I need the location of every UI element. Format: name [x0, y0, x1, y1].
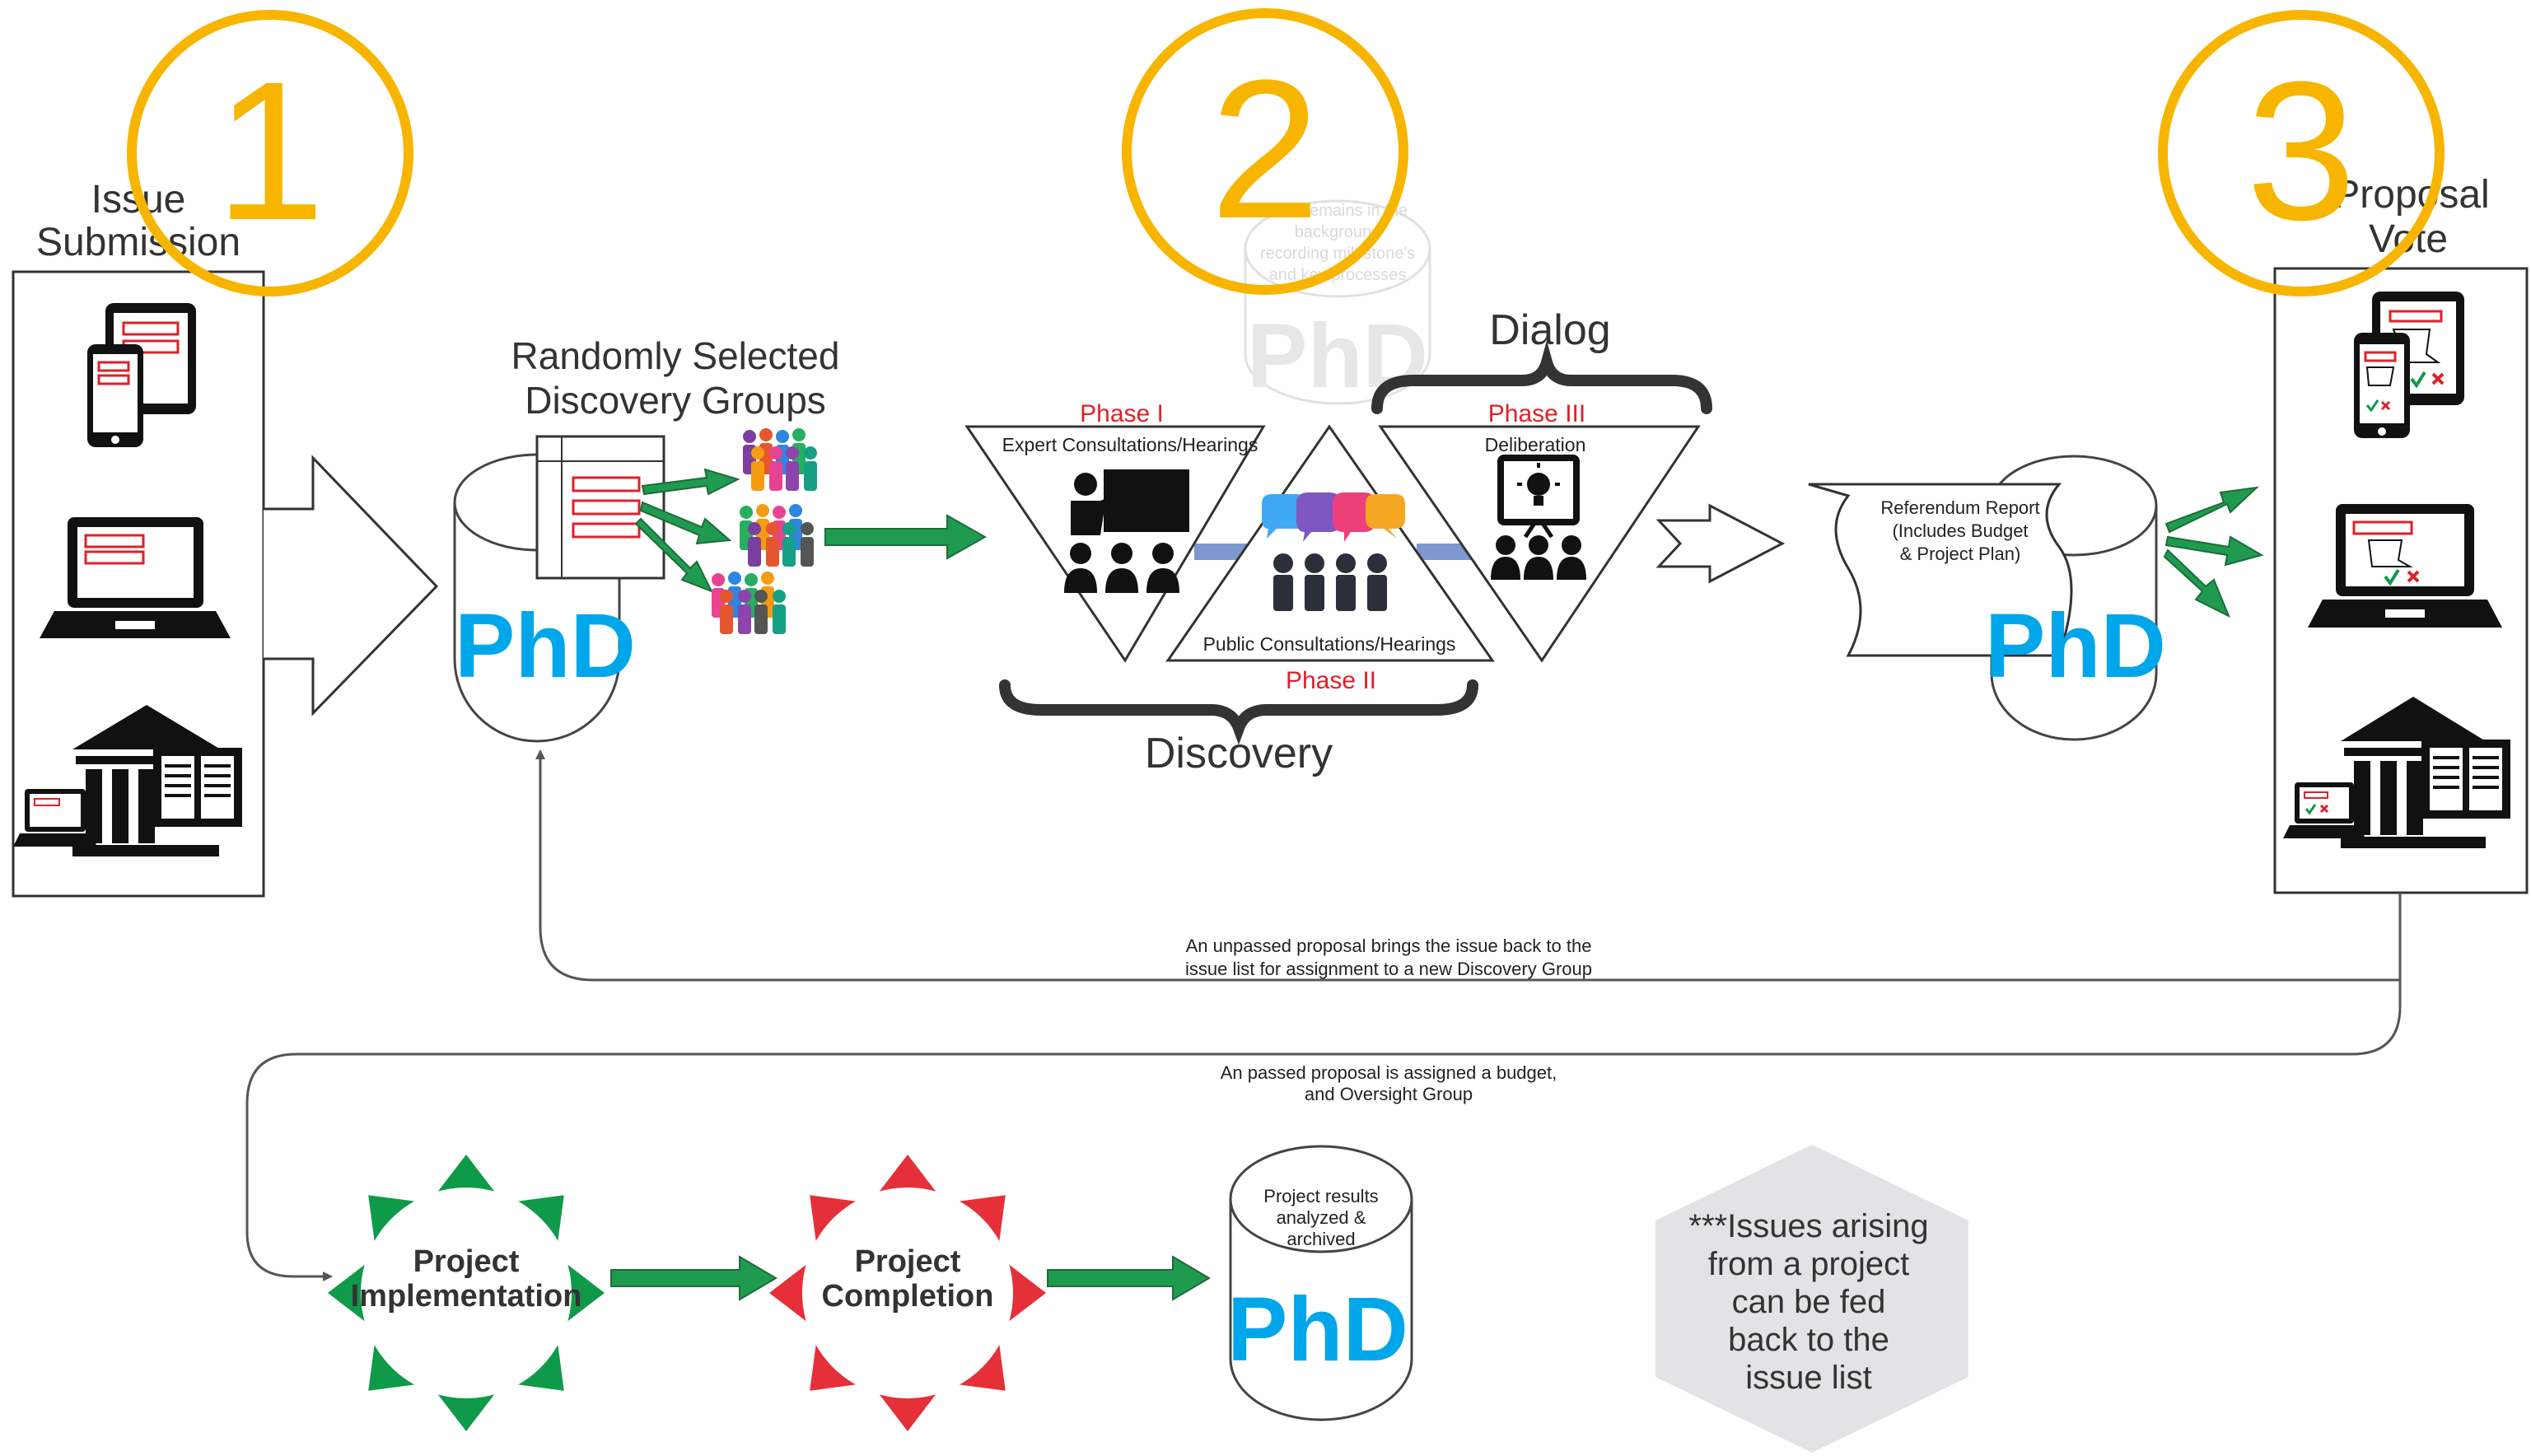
issues-note-line3: can be fed	[1732, 1284, 1886, 1320]
step-1-number: 1	[215, 40, 325, 261]
phd-label-1: PhD	[455, 595, 636, 697]
passed-note-line1: An passed proposal is assigned a budget,	[1221, 1062, 1557, 1083]
project-implementation-line2: Implementation	[351, 1279, 582, 1314]
passed-note-line2: and Oversight Group	[1305, 1084, 1473, 1104]
completion-to-archive-arrow	[1047, 1255, 1211, 1301]
phase2-subtitle: Public Consultations/Hearings	[1203, 633, 1456, 655]
background-note-line2: background	[1295, 223, 1381, 241]
dialog-label: Dialog	[1489, 306, 1610, 354]
step-3-marker: 3	[2158, 10, 2445, 296]
phase2-triangle: Public Consultations/Hearings Phase II	[1165, 424, 1495, 694]
issues-note-line1: ***Issues arising	[1688, 1208, 1928, 1244]
laptop-icon	[40, 517, 231, 638]
archive-line1: Project results	[1263, 1186, 1378, 1206]
dialog-brace: Dialog	[1371, 306, 1712, 414]
tablet-phone-icon	[87, 303, 196, 447]
phase1-triangle: Phase I Expert Consultations/Hearings	[964, 400, 1266, 663]
discovery-groups-title-line2: Discovery Groups	[525, 379, 826, 422]
vote-tablet-phone-icon	[2354, 292, 2464, 438]
step-2-marker: 2	[1122, 8, 1408, 295]
phase1-subtitle: Expert Consultations/Hearings	[1002, 434, 1258, 455]
archive-line3: archived	[1287, 1229, 1355, 1249]
submission-arrow	[264, 455, 439, 716]
vote-distribution-arrows	[2163, 486, 2264, 618]
archive-line2: analyzed &	[1277, 1207, 1366, 1228]
step-3-number: 3	[2246, 40, 2356, 261]
background-note-line3: recording milestone's	[1260, 245, 1415, 263]
discovery-label: Discovery	[1145, 730, 1333, 777]
referendum-line2: (Includes Budget	[1892, 520, 2028, 541]
issues-note-line4: back to the	[1728, 1322, 1889, 1358]
phase2-title: Phase II	[1286, 667, 1376, 694]
step-2-number: 2	[1210, 39, 1319, 259]
deliberation-icon	[1491, 455, 1586, 580]
unpassed-note-line1: An unpassed proposal brings the issue ba…	[1186, 936, 1592, 956]
passed-forward-line	[245, 980, 2402, 1281]
project-completion-node: Project Completion	[769, 1155, 1046, 1431]
project-implementation-node: Project Implementation	[328, 1155, 605, 1431]
issue-submission-panel: Issue Submission	[12, 178, 265, 898]
group-assignment-arrows	[634, 468, 740, 593]
referendum-line1: Referendum Report	[1880, 497, 2039, 518]
government-newspaper-icon	[13, 705, 242, 856]
proposal-vote-panel: Proposal Vote	[2273, 173, 2529, 894]
project-completion-line1: Project	[855, 1244, 961, 1279]
issues-feedback-hexagon: ***Issues arising from a project can be …	[1655, 1145, 1968, 1453]
vote-laptop-icon	[2308, 504, 2502, 628]
implementation-to-completion-arrow	[610, 1255, 778, 1301]
phase3-to-referendum-arrow	[1655, 503, 1786, 584]
phase-connector-right	[1417, 544, 1474, 560]
public-discussion-icon	[1262, 492, 1405, 611]
referendum-report-document: Referendum Report (Includes Budget & Pro…	[1808, 483, 2073, 657]
project-completion-line2: Completion	[822, 1279, 994, 1314]
phd-label-3: PhD	[1227, 1279, 1408, 1380]
vote-government-newspaper-icon	[2283, 697, 2510, 848]
background-note-line1: PhD remains in the	[1268, 202, 1408, 220]
discovery-groups-title-line1: Randomly Selected	[511, 334, 840, 377]
phd-label-2: PhD	[1985, 595, 2166, 697]
phase3-subtitle: Deliberation	[1485, 434, 1586, 455]
phd-label-background: PhD	[1247, 306, 1428, 407]
unpassed-note-line2: issue list for assignment to a new Disco…	[1185, 959, 1592, 979]
phd-database-archive: Project results analyzed & archived PhD	[1227, 1145, 1413, 1421]
referendum-line3: & Project Plan)	[1900, 544, 2021, 564]
proposal-vote-title-line1: Proposal	[2333, 173, 2489, 217]
unpassed-return-line	[535, 749, 2402, 982]
issue-submission-title-line2: Submission	[36, 221, 240, 264]
phase3-title: Phase III	[1488, 400, 1585, 427]
lecture-icon	[1064, 469, 1189, 593]
discovery-brace: Discovery	[999, 679, 1478, 777]
issues-note-line5: issue list	[1745, 1360, 1871, 1396]
groups-to-phase1-arrow	[824, 514, 988, 560]
discovery-group-people-icon	[712, 428, 817, 634]
phase3-triangle: Phase III Deliberation	[1378, 400, 1701, 663]
phase1-title: Phase I	[1080, 400, 1164, 427]
project-implementation-line1: Project	[413, 1244, 520, 1279]
issues-note-line2: from a project	[1708, 1246, 1910, 1282]
step-1-marker: 1	[127, 10, 413, 296]
